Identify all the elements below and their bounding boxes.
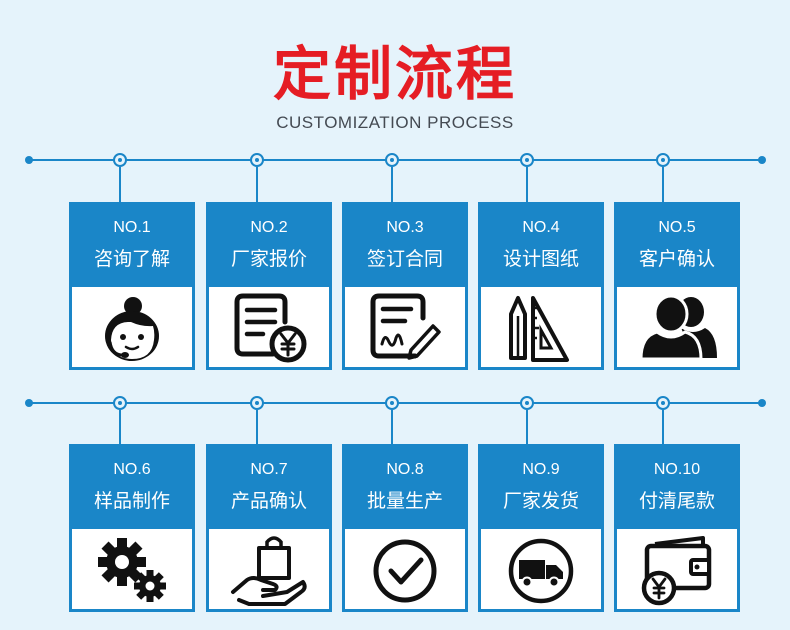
step-number: NO.8 (386, 461, 424, 478)
page-title: 定制流程 (272, 40, 517, 108)
step-number: NO.7 (250, 461, 288, 478)
connector (256, 167, 258, 202)
step-card-4: NO.4 设计图纸 (478, 202, 604, 370)
connector (119, 167, 121, 202)
timeline-node (113, 396, 127, 410)
timeline-end-dot (758, 399, 766, 407)
timeline-node (656, 153, 670, 167)
step-card-10: NO.10 付清尾款 (614, 444, 740, 612)
step-label: 设计图纸 (502, 248, 579, 270)
connector (526, 410, 528, 444)
timeline-node (656, 396, 670, 410)
step-label: 客户确认 (638, 248, 715, 270)
step-card-header: NO.2 厂家报价 (209, 205, 329, 287)
connector (526, 167, 528, 202)
connector (391, 167, 393, 202)
connector (662, 167, 664, 202)
step-label: 批量生产 (366, 490, 443, 512)
step-number: NO.9 (522, 461, 560, 478)
hand-bag-icon (229, 534, 309, 606)
users-icon (637, 292, 717, 364)
connector (256, 410, 258, 444)
timeline-node (520, 396, 534, 410)
gears-icon (92, 534, 172, 606)
step-card-header: NO.6 样品制作 (72, 447, 192, 529)
step-label: 咨询了解 (93, 248, 170, 270)
step-card-header: NO.1 咨询了解 (72, 205, 192, 287)
step-card-header: NO.7 产品确认 (209, 447, 329, 529)
quotation-icon (229, 292, 309, 364)
step-number: NO.6 (113, 461, 151, 478)
customer-service-icon (92, 292, 172, 364)
step-card-header: NO.4 设计图纸 (481, 205, 601, 287)
step-card-header: NO.8 批量生产 (345, 447, 465, 529)
step-card-9: NO.9 厂家发货 (478, 444, 604, 612)
step-card-8: NO.8 批量生产 (342, 444, 468, 612)
timeline-node (385, 153, 399, 167)
step-number: NO.5 (658, 219, 696, 236)
delivery-truck-icon (501, 534, 581, 606)
step-card-1: NO.1 咨询了解 (69, 202, 195, 370)
step-label: 签订合同 (366, 248, 443, 270)
step-card-5: NO.5 客户确认 (614, 202, 740, 370)
page-subtitle: CUSTOMIZATION PROCESS (276, 113, 514, 132)
step-card-header: NO.10 付清尾款 (617, 447, 737, 529)
timeline-node (520, 153, 534, 167)
contract-sign-icon (365, 292, 445, 364)
step-card-header: NO.9 厂家发货 (481, 447, 601, 529)
step-card-header: NO.3 签订合同 (345, 205, 465, 287)
step-label: 样品制作 (93, 490, 170, 512)
step-card-header: NO.5 客户确认 (617, 205, 737, 287)
design-tools-icon (501, 292, 581, 364)
step-label: 产品确认 (230, 490, 307, 512)
step-card-6: NO.6 样品制作 (69, 444, 195, 612)
step-number: NO.2 (250, 219, 288, 236)
timeline-node (385, 396, 399, 410)
step-card-7: NO.7 产品确认 (206, 444, 332, 612)
step-number: NO.1 (113, 219, 151, 236)
step-label: 付清尾款 (638, 490, 715, 512)
step-label: 厂家报价 (230, 248, 307, 270)
timeline-end-dot (758, 156, 766, 164)
step-label: 厂家发货 (502, 490, 579, 512)
step-number: NO.10 (653, 461, 701, 478)
check-circle-icon (365, 534, 445, 606)
connector (662, 410, 664, 444)
timeline-end-dot (25, 399, 33, 407)
timeline-node (113, 153, 127, 167)
wallet-icon (637, 534, 717, 606)
step-number: NO.3 (386, 219, 424, 236)
timeline-end-dot (25, 156, 33, 164)
timeline-node (250, 396, 264, 410)
step-number: NO.4 (522, 219, 560, 236)
step-card-2: NO.2 厂家报价 (206, 202, 332, 370)
timeline-node (250, 153, 264, 167)
step-card-3: NO.3 签订合同 (342, 202, 468, 370)
connector (119, 410, 121, 444)
connector (391, 410, 393, 444)
